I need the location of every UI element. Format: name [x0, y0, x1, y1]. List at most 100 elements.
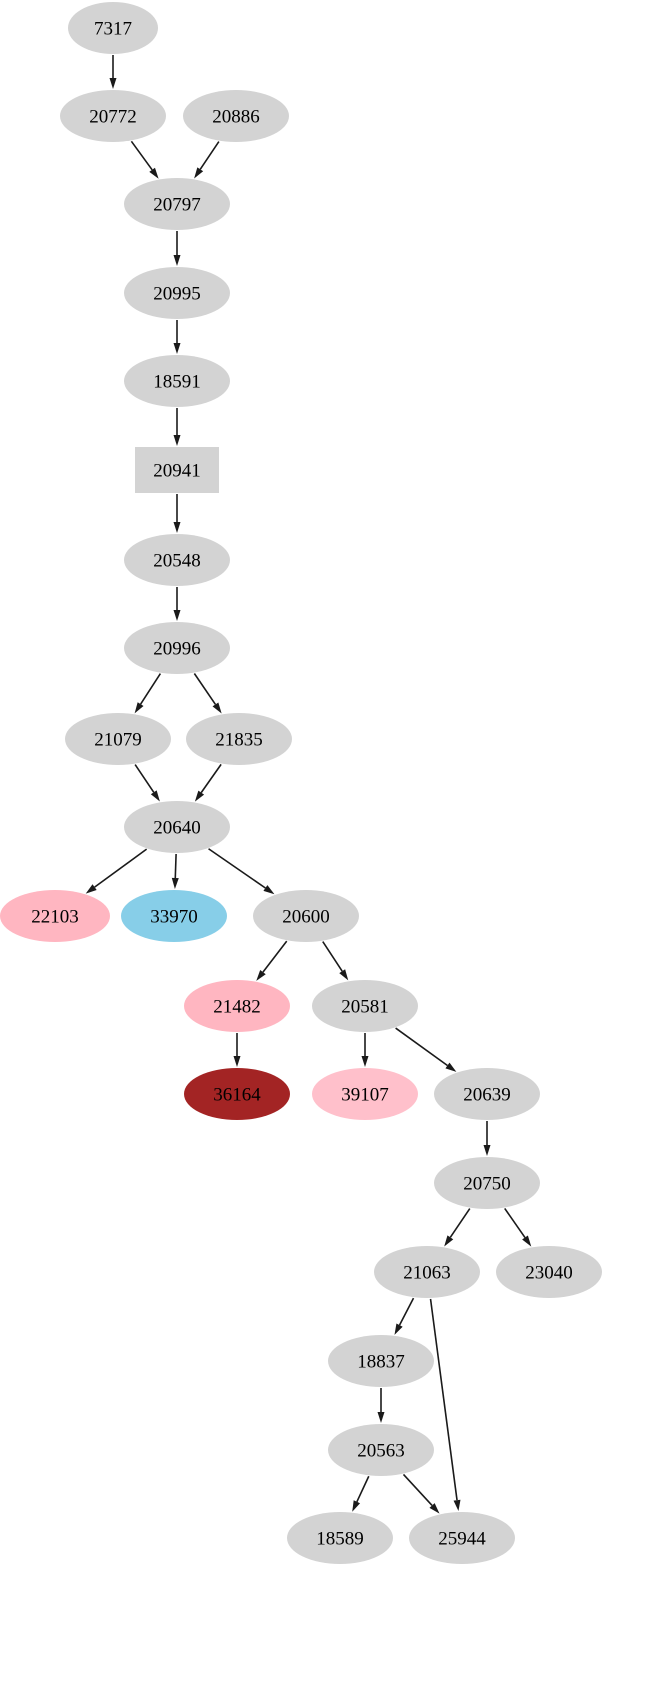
node-ellipse[interactable]	[124, 534, 230, 586]
node-ellipse[interactable]	[186, 713, 292, 765]
edge-arrowhead	[109, 78, 117, 89]
node-ellipse[interactable]	[68, 2, 158, 54]
node-ellipse[interactable]	[0, 890, 110, 942]
graph-edge	[429, 1298, 461, 1512]
node-ellipse[interactable]	[60, 90, 166, 142]
graph-node[interactable]: 20639	[434, 1068, 540, 1120]
graph-edge	[361, 1033, 369, 1067]
node-ellipse[interactable]	[124, 801, 230, 853]
node-rectangle[interactable]	[135, 447, 219, 493]
graph-node[interactable]: 20563	[328, 1424, 434, 1476]
graph-node[interactable]: 20640	[124, 801, 230, 853]
graph-edge	[395, 1027, 457, 1072]
edge-line	[402, 1473, 433, 1507]
graph-node[interactable]: 20941	[135, 447, 219, 493]
graph-node[interactable]: 7317	[68, 2, 158, 54]
node-ellipse[interactable]	[287, 1512, 393, 1564]
graph-node[interactable]: 18589	[287, 1512, 393, 1564]
graph-edge	[322, 941, 349, 981]
graph-edge	[208, 848, 275, 895]
graph-node[interactable]: 39107	[312, 1068, 418, 1120]
edge-arrowhead	[444, 1235, 454, 1247]
edge-arrowhead	[173, 522, 181, 533]
node-ellipse[interactable]	[434, 1157, 540, 1209]
node-ellipse[interactable]	[184, 980, 290, 1032]
edge-line	[429, 1298, 458, 1501]
edge-arrowhead	[377, 1412, 385, 1423]
edge-line	[139, 673, 162, 705]
graph-node[interactable]: 25944	[409, 1512, 515, 1564]
edge-arrowhead	[173, 255, 181, 266]
node-ellipse[interactable]	[121, 890, 227, 942]
node-ellipse[interactable]	[328, 1424, 434, 1476]
graph-node[interactable]: 18591	[124, 355, 230, 407]
graph-node[interactable]: 23040	[496, 1246, 602, 1298]
edge-arrowhead	[85, 884, 97, 894]
graph-node[interactable]: 20581	[312, 980, 418, 1032]
node-ellipse[interactable]	[184, 1068, 290, 1120]
edge-arrowhead	[263, 885, 275, 895]
edge-arrowhead	[194, 790, 205, 802]
edge-line	[208, 848, 266, 889]
graph-node[interactable]: 20548	[124, 534, 230, 586]
node-ellipse[interactable]	[124, 267, 230, 319]
graph-edge	[173, 587, 181, 621]
edge-arrowhead	[394, 1323, 403, 1335]
graph-node[interactable]: 20772	[60, 90, 166, 142]
edge-arrowhead	[194, 167, 204, 179]
edge-arrowhead	[173, 435, 181, 446]
graph-node[interactable]: 36164	[184, 1068, 290, 1120]
node-ellipse[interactable]	[434, 1068, 540, 1120]
graph-edge	[504, 1207, 532, 1247]
edge-arrowhead	[212, 702, 222, 714]
node-ellipse[interactable]	[496, 1246, 602, 1298]
graph-node[interactable]: 20886	[183, 90, 289, 142]
node-ellipse[interactable]	[183, 90, 289, 142]
graph-edge	[171, 853, 179, 889]
edge-arrowhead	[256, 970, 266, 981]
graph-node[interactable]: 18837	[328, 1335, 434, 1387]
graph-node[interactable]: 21063	[374, 1246, 480, 1298]
node-ellipse[interactable]	[253, 890, 359, 942]
graph-edge	[194, 763, 222, 802]
edge-arrowhead	[361, 1056, 369, 1067]
node-ellipse[interactable]	[124, 178, 230, 230]
edge-line	[94, 848, 148, 888]
edge-arrowhead	[522, 1235, 532, 1247]
graph-edge	[173, 494, 181, 533]
graph-node[interactable]: 21835	[186, 713, 292, 765]
graph-edge	[233, 1033, 241, 1067]
graph-node[interactable]: 21482	[184, 980, 290, 1032]
edge-line	[199, 141, 220, 170]
node-ellipse[interactable]	[65, 713, 171, 765]
graph-edge	[352, 1475, 370, 1512]
graph-node[interactable]: 22103	[0, 890, 110, 942]
graph-node[interactable]: 20995	[124, 267, 230, 319]
edge-line	[356, 1475, 370, 1503]
node-ellipse[interactable]	[124, 622, 230, 674]
edge-arrowhead	[149, 167, 159, 179]
edge-arrowhead	[233, 1056, 241, 1067]
edge-line	[193, 673, 217, 705]
edge-arrowhead	[150, 790, 160, 802]
graph-node[interactable]: 33970	[121, 890, 227, 942]
node-ellipse[interactable]	[374, 1246, 480, 1298]
edge-arrowhead	[453, 1499, 461, 1512]
graph-node[interactable]: 20600	[253, 890, 359, 942]
graph-node[interactable]: 20750	[434, 1157, 540, 1209]
graph-edge	[394, 1297, 415, 1335]
graph-node[interactable]: 20996	[124, 622, 230, 674]
edge-arrowhead	[339, 969, 349, 981]
node-ellipse[interactable]	[312, 1068, 418, 1120]
node-ellipse[interactable]	[328, 1335, 434, 1387]
graph-edge	[134, 673, 162, 714]
edge-line	[322, 941, 343, 972]
graph-node[interactable]: 20797	[124, 178, 230, 230]
edge-arrowhead	[171, 877, 179, 889]
graph-node[interactable]: 21079	[65, 713, 171, 765]
edge-line	[130, 140, 153, 171]
node-ellipse[interactable]	[124, 355, 230, 407]
node-ellipse[interactable]	[312, 980, 418, 1032]
edge-line	[449, 1208, 471, 1238]
node-ellipse[interactable]	[409, 1512, 515, 1564]
